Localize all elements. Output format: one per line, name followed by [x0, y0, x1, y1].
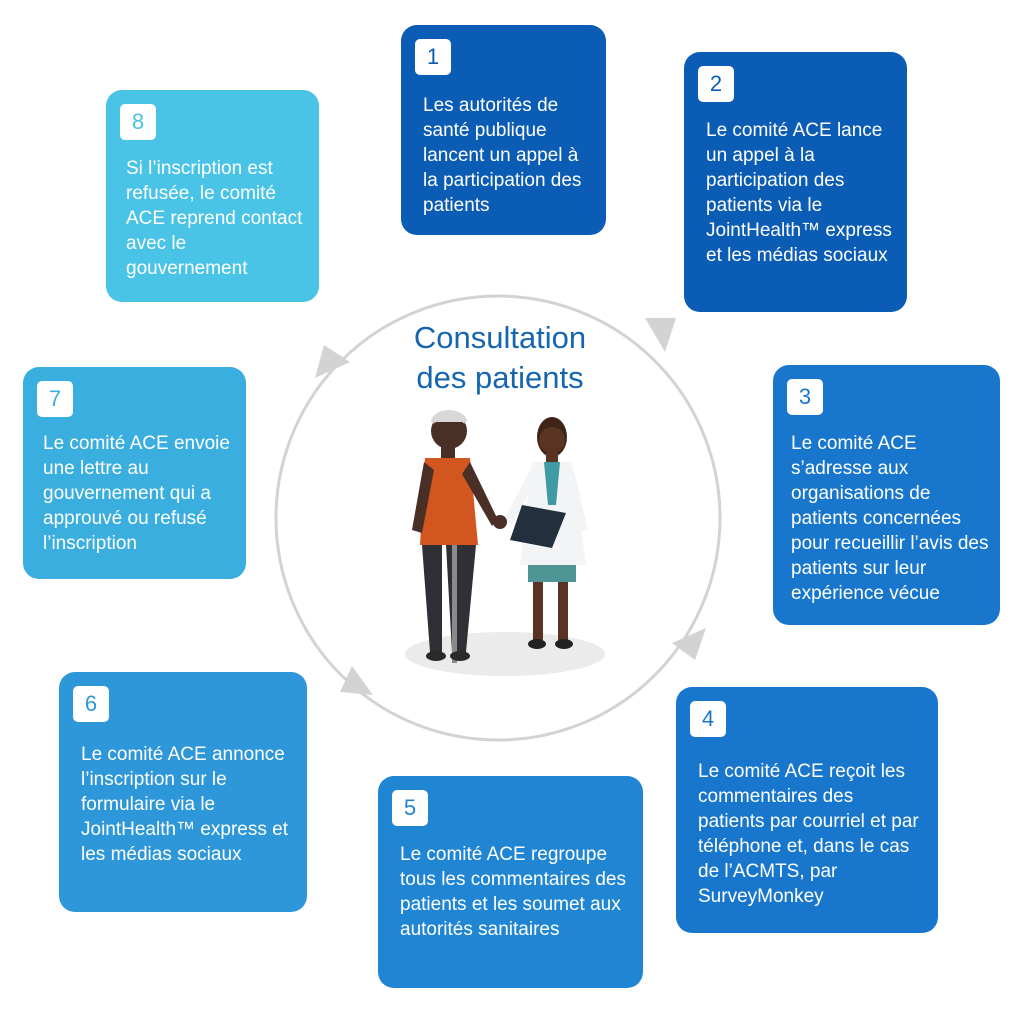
diagram-title-line-1: Consultation: [413, 320, 587, 355]
step-number-badge: 1: [415, 39, 451, 75]
step-4-card: 4 Le comité ACE reçoit les commentaires …: [676, 687, 938, 933]
step-text: Le comité ACE reçoit les commentaires de…: [698, 761, 919, 907]
step-3-card: 3 Le comité ACE s’adresse aux organisati…: [773, 365, 1000, 625]
arrow-icon: [315, 345, 350, 378]
step-1-card: 1 Les autorités de santé publique lancen…: [401, 25, 606, 235]
step-text: Le comité ACE s’adresse aux organisation…: [791, 433, 989, 604]
step-text: Les autorités de santé publique lancent …: [423, 95, 582, 216]
step-2-card: 2 Le comité ACE lance un appel à la part…: [684, 52, 907, 312]
step-number-badge: 2: [698, 66, 734, 102]
step-number-badge: 4: [690, 701, 726, 737]
arrow-icon: [672, 628, 706, 660]
step-text: Le comité ACE lance un appel à la partic…: [706, 120, 892, 266]
step-number-badge: 7: [37, 381, 73, 417]
diagram-title: Consultation des patients: [360, 318, 640, 398]
step-text: Le comité ACE regroupe tous les commenta…: [400, 844, 626, 940]
step-number-badge: 5: [392, 790, 428, 826]
diagram-title-line-2: des patients: [416, 360, 584, 395]
step-text: Si l’inscription est refusée, le comité …: [126, 158, 303, 279]
step-number-badge: 6: [73, 686, 109, 722]
step-7-card: 7 Le comité ACE envoie une lettre au gou…: [23, 367, 246, 579]
step-text: Le comité ACE annonce l’inscription sur …: [81, 744, 288, 865]
step-text: Le comité ACE envoie une lettre au gouve…: [43, 433, 230, 554]
patient-doctor-illustration: [405, 410, 605, 676]
step-8-card: 8 Si l’inscription est refusée, le comit…: [106, 90, 319, 302]
step-5-card: 5 Le comité ACE regroupe tous les commen…: [378, 776, 643, 988]
step-6-card: 6 Le comité ACE annonce l’inscription su…: [59, 672, 307, 912]
arrow-icon: [340, 666, 373, 695]
arrow-icon: [645, 318, 676, 352]
step-number-badge: 8: [120, 104, 156, 140]
cycle-ring: [274, 294, 722, 742]
step-number-badge: 3: [787, 379, 823, 415]
